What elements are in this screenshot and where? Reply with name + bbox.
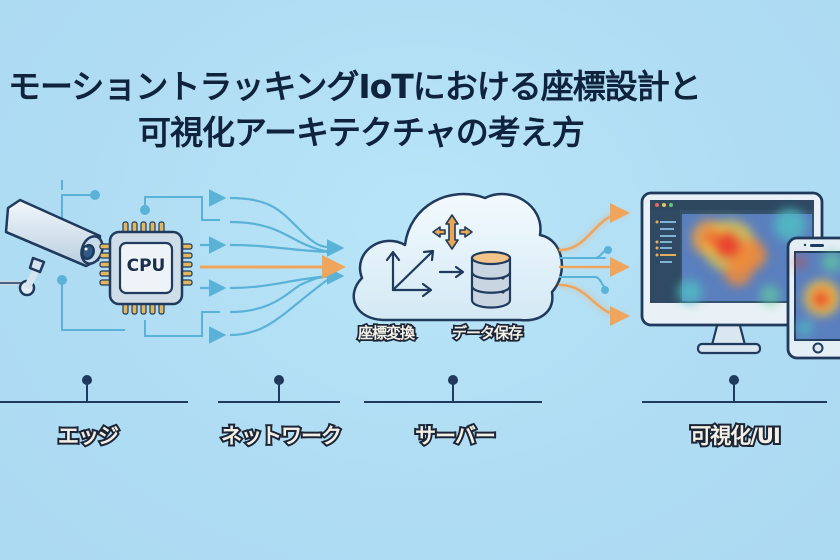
cloud-icon <box>352 192 564 322</box>
page-title-line-2: 可視化アーキテクチャの考え方 <box>138 113 585 152</box>
ui-flow-lines <box>557 203 630 326</box>
database-icon <box>470 250 512 309</box>
data-storage-label: データ保存 <box>450 322 525 344</box>
network-flow-lines <box>200 189 346 344</box>
cpu-chip-icon <box>99 221 193 315</box>
dashboard-sidebar <box>650 210 680 303</box>
page-title-line-1: モーショントラッキングIoTにおける座標設計と <box>8 67 702 106</box>
cpu-label: CPU <box>126 256 166 276</box>
stage-label-server: サーバー <box>413 422 498 450</box>
stage-label-network: ネットワーク <box>219 422 344 450</box>
stage-dividers <box>0 375 827 403</box>
smartphone-icon <box>786 236 840 360</box>
move-arrows-icon <box>432 214 473 250</box>
coordinate-axes-icon <box>385 249 465 298</box>
security-camera-icon <box>0 198 104 297</box>
stage-label-edge: エッジ <box>56 422 121 450</box>
stage-label-ui: 可視化/UI <box>688 422 783 450</box>
circuit-traces <box>57 180 220 337</box>
coordinate-transform-label: 座標変換 <box>356 322 417 344</box>
heatmap-mobile <box>794 252 840 336</box>
